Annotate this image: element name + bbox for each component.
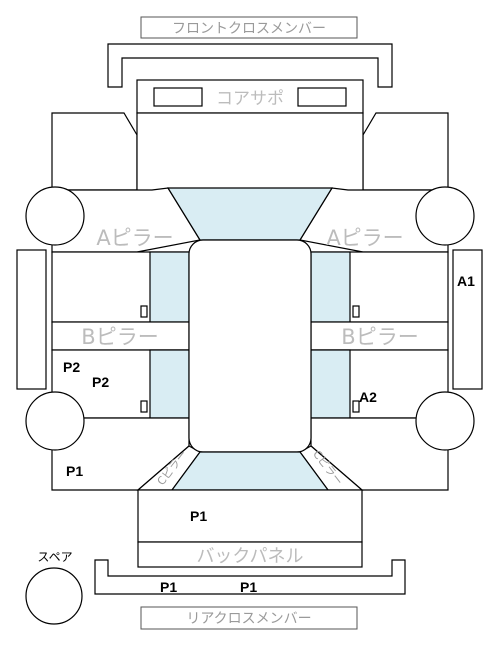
spare-tire [25, 567, 83, 625]
front-cross-member [107, 43, 393, 88]
mark-p2-left-inner: P2 [92, 374, 109, 390]
rear-cross-member-label-box [140, 606, 358, 630]
rear-door-handle-right [352, 400, 360, 413]
mark-p1-rear-right: P1 [240, 579, 257, 595]
rear-door-handle-left [140, 400, 148, 413]
trunk [137, 489, 363, 543]
rear-cross-member [94, 559, 406, 595]
front-cross-member-label: フロントクロスメンバー [172, 21, 326, 37]
mark-p1-rear-left: P1 [160, 579, 177, 595]
mark-a2: A2 [359, 389, 377, 405]
headlight-left [153, 87, 203, 107]
b-pillar-right-label: Bピラー [341, 325, 418, 349]
front-cross-member-label-box [140, 16, 358, 39]
front-fender-left [51, 112, 138, 191]
rocker-panel-right [452, 249, 483, 390]
back-panel-label: バックパネル [196, 546, 303, 567]
rear-glass [170, 451, 330, 491]
back-panel [137, 541, 363, 568]
wheel-rear-left [25, 391, 85, 451]
front-window-right [310, 251, 351, 323]
mark-a1: A1 [457, 273, 475, 289]
front-door-handle-right [352, 305, 360, 318]
mark-p1-back-panel: P1 [190, 508, 207, 524]
front-window-left [149, 251, 190, 323]
headlight-right [297, 87, 347, 107]
rear-cross-member-label: リアクロスメンバー [186, 611, 311, 627]
wheel-rear-right [415, 391, 475, 451]
core-support-label: コアサポ [216, 89, 284, 109]
spare-label: スペア [37, 550, 72, 564]
rear-window-left [149, 349, 190, 419]
a-pillar-left-label: Aピラー [96, 226, 173, 250]
wheel-front-left [25, 186, 85, 246]
rear-window-right [310, 349, 351, 419]
roof [188, 239, 312, 453]
a-pillar-right-label: Aピラー [326, 226, 403, 250]
b-pillar-left-label: Bピラー [81, 325, 158, 349]
rocker-panel-left [16, 249, 47, 390]
mark-p1-left-rear: P1 [66, 463, 83, 479]
front-door-handle-left [140, 305, 148, 318]
front-fender-right [362, 112, 449, 191]
wheel-front-right [415, 186, 475, 246]
mark-p2-left-outer: P2 [63, 359, 80, 375]
